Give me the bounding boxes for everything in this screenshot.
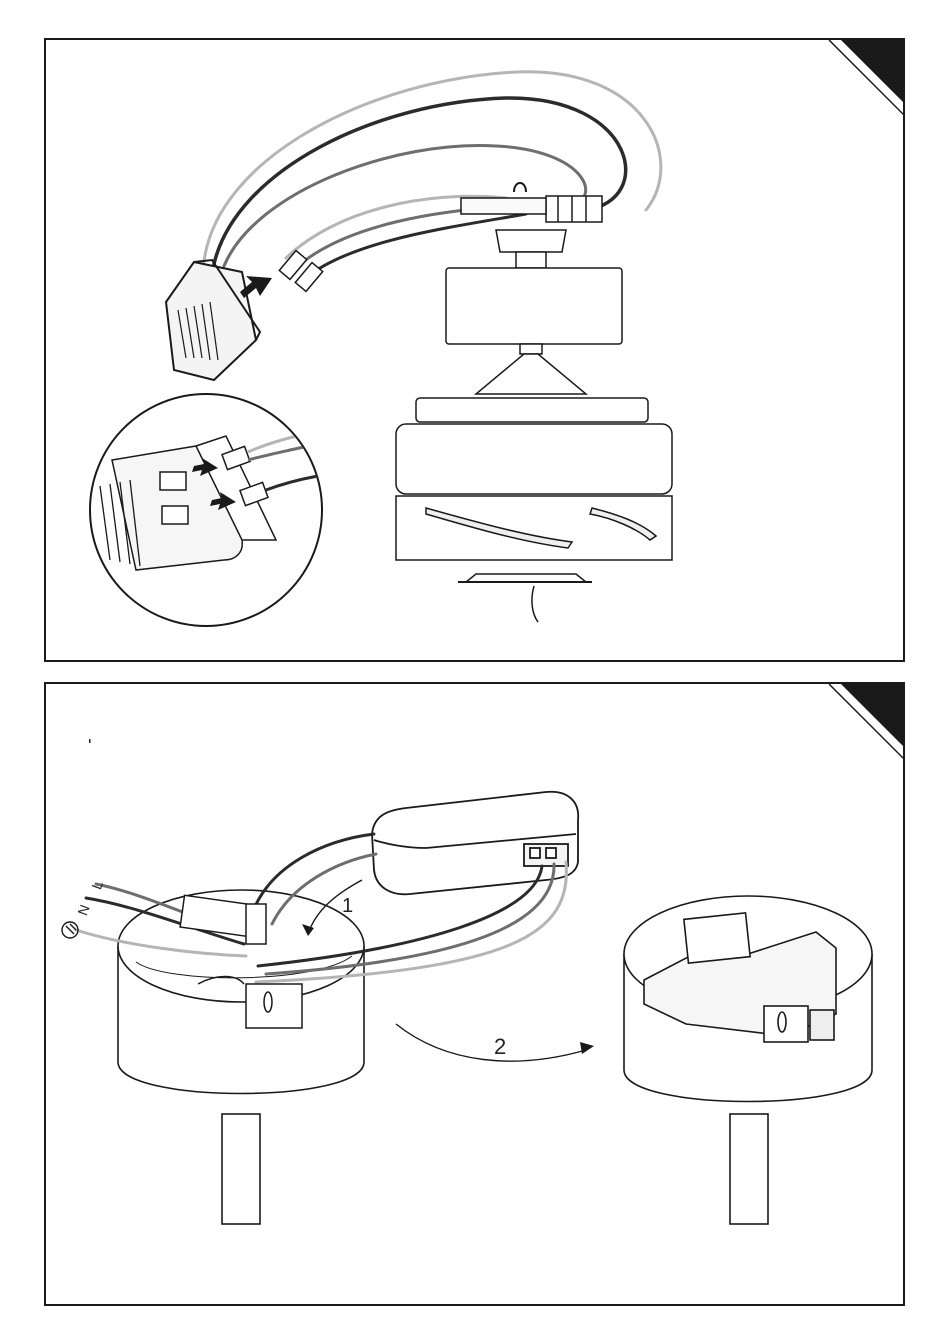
earth-symbol-icon	[62, 922, 78, 938]
corner-tab	[841, 40, 905, 106]
step-2-arrow	[396, 1024, 586, 1061]
step-1-number: 1	[342, 895, 353, 917]
fan-body	[396, 230, 672, 622]
live-label: L	[88, 878, 106, 891]
driver-wires	[204, 72, 661, 276]
connection-diagram-panel	[44, 38, 905, 662]
driver-box	[166, 260, 260, 380]
canopy-open	[118, 890, 364, 1224]
magnified-connector-detail	[90, 394, 322, 626]
driver-box-lifted	[372, 792, 578, 895]
panel-1-drawing	[46, 40, 905, 662]
step-2-number: 2	[494, 1034, 506, 1059]
panel-2-drawing: N L 1	[46, 684, 905, 1306]
mains-wiring-panel: N L 1	[44, 682, 905, 1306]
small-mark	[89, 739, 91, 743]
neutral-label: N	[74, 902, 92, 917]
mount-hook	[514, 183, 526, 192]
corner-tab	[841, 684, 905, 750]
canopy-closed	[624, 896, 872, 1224]
terminal-block	[461, 196, 602, 222]
